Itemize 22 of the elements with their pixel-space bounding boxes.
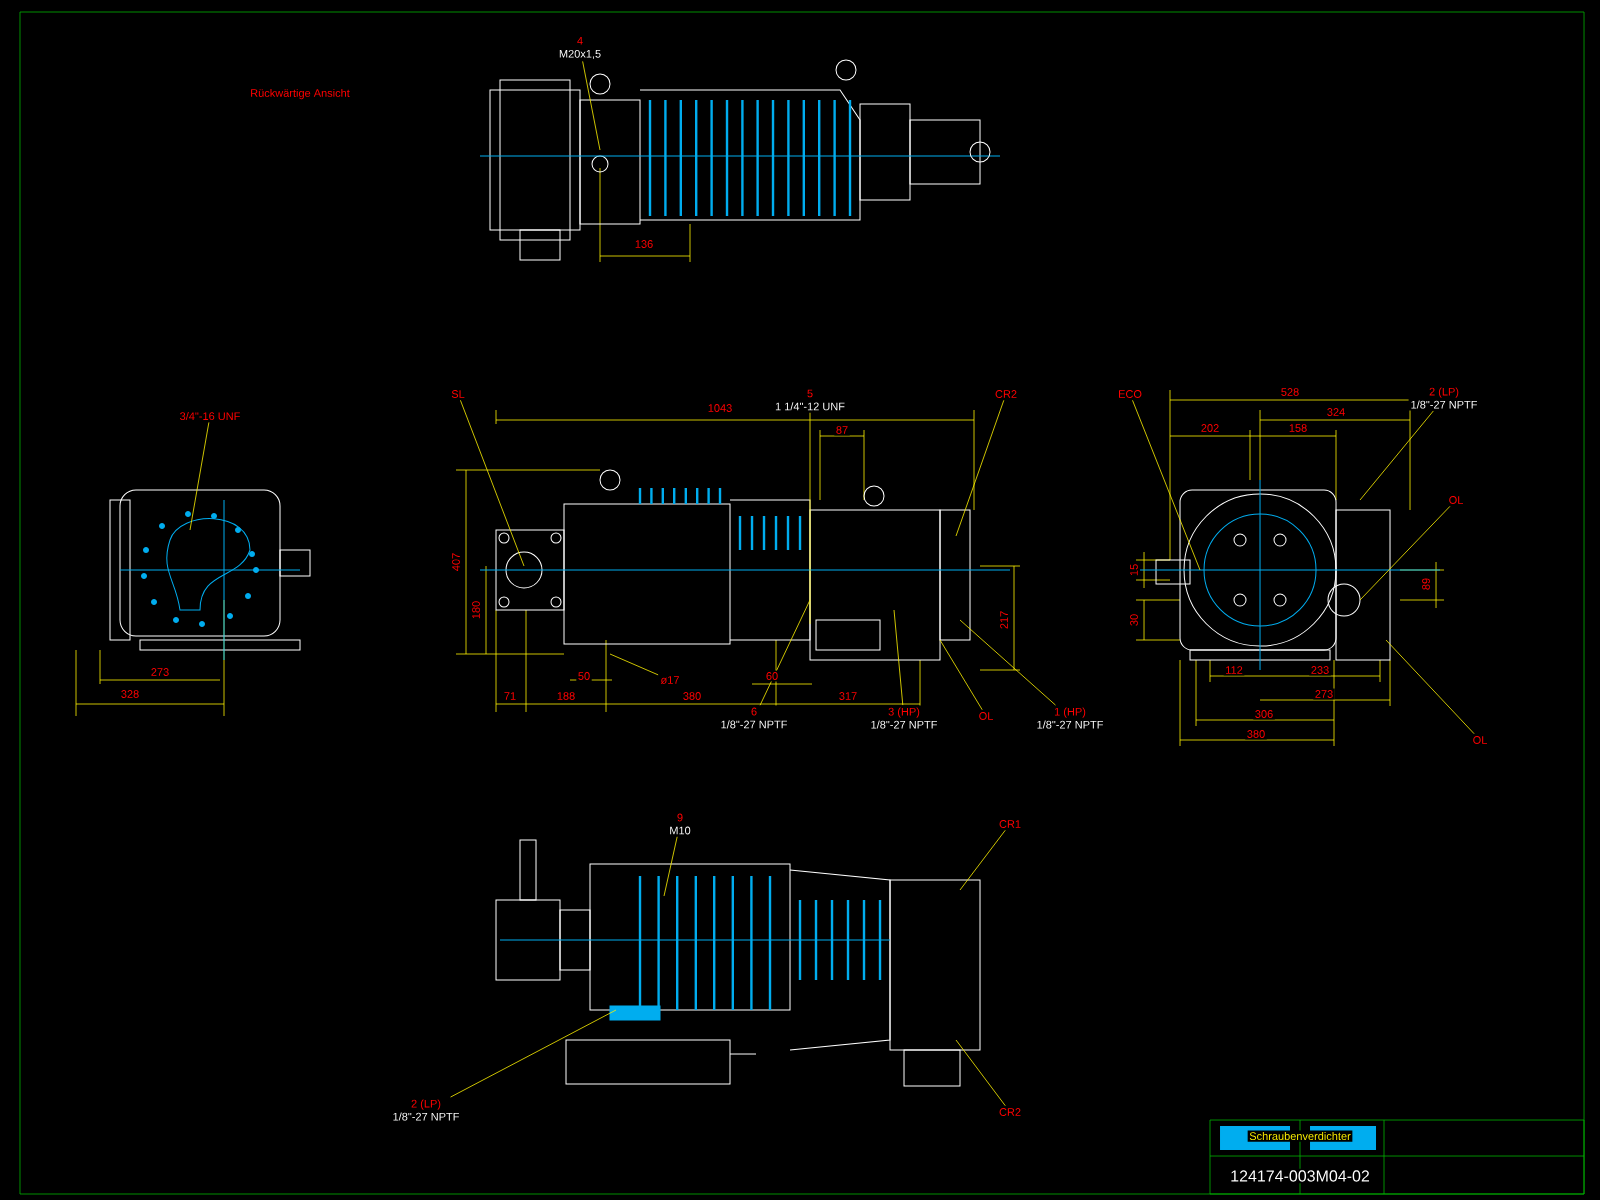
leader-line [959,829,1006,891]
leader-line [1359,505,1451,601]
leader-line [189,422,210,531]
rear-view-drawing [109,489,311,661]
top-view-drawing [479,59,1001,261]
leader-line [1359,410,1434,501]
leader-line [1132,399,1201,571]
leader-line [955,399,1005,537]
leader-line [809,412,811,625]
leader-line [663,836,678,897]
leader-line [450,1009,617,1098]
leader-line [460,399,525,567]
leader-line [955,1039,1006,1107]
front-view-drawing [1139,479,1441,671]
leader-line [893,609,904,706]
leader-line [939,639,983,711]
bottom-view-drawing [495,839,981,1087]
leader-line [959,619,1056,706]
side-view-drawing [479,469,1011,661]
leader-line [759,599,811,706]
leader-line [609,653,659,676]
leader-line [1385,639,1475,735]
